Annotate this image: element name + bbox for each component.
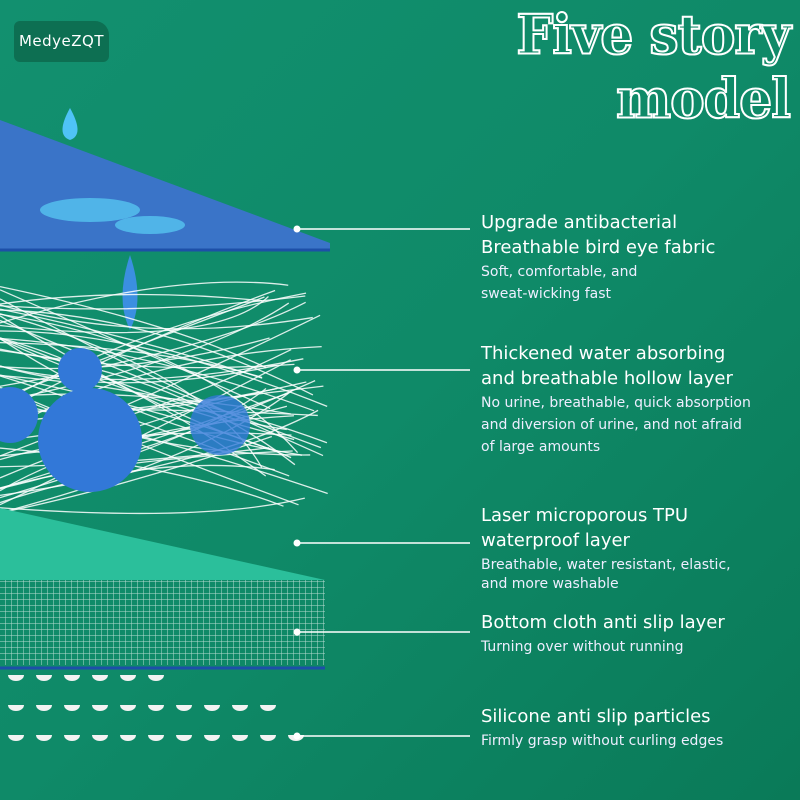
layer-desc: Breathable, water resistant, elastic,: [481, 557, 731, 573]
fiber-strand: [0, 337, 270, 370]
layer-desc: and more washable: [481, 576, 619, 592]
fiber-strand: [0, 385, 324, 424]
fiber-strand: [0, 358, 304, 381]
layer-title: Thickened water absorbing: [481, 343, 726, 364]
leader-dot: [293, 628, 301, 636]
silicone-particle: [120, 735, 136, 741]
fiber-strand: [0, 388, 311, 456]
silicone-particle: [176, 705, 192, 711]
silicone-particle: [8, 705, 24, 711]
water-drop-icon: [62, 108, 78, 140]
fiber-strand: [0, 337, 315, 412]
silicone-particle: [36, 675, 52, 681]
silicone-particle: [36, 735, 52, 741]
fiber-strand: [0, 464, 275, 504]
silicone-particle: [232, 735, 248, 741]
layer-title: Laser microporous TPU: [481, 505, 689, 526]
brand-logo: MedyeZQT: [14, 21, 109, 62]
fiber-strand: [0, 330, 328, 407]
fiber-strand: [0, 289, 271, 410]
fiber-strand: [0, 313, 299, 453]
layer-label-tpu: Laser microporous TPU waterproof layer B…: [481, 503, 731, 595]
layer-desc: of large amounts: [481, 439, 601, 455]
fiber-strand: [0, 345, 322, 433]
fiber-strand: [0, 292, 307, 404]
fiber-strand: [0, 298, 324, 457]
fiber-strand: [0, 285, 267, 369]
fiber-strand: [0, 295, 306, 310]
layer-desc: Firmly grasp without curling edges: [481, 733, 724, 749]
leader-dot: [293, 366, 301, 374]
silicone-particle: [92, 735, 108, 741]
layer-title: Upgrade antibacterial: [481, 212, 678, 233]
silicone-particle: [120, 675, 136, 681]
silicone-particle: [92, 675, 108, 681]
fiber-strand: [0, 293, 263, 305]
layer-desc: sweat-wicking fast: [481, 286, 612, 302]
mesh-layer: [0, 580, 325, 665]
silicone-particle: [64, 705, 80, 711]
layer-label-silicone: Silicone anti slip particles Firmly gras…: [481, 704, 723, 752]
silicone-particle: [64, 735, 80, 741]
page-title: Five story model: [515, 2, 792, 132]
fiber-strand: [0, 387, 267, 499]
layer-label-fabric: Upgrade antibacterial Breathable bird ey…: [481, 210, 715, 305]
layer-label-absorbing: Thickened water absorbing and breathable…: [481, 341, 751, 458]
silicone-particle: [64, 675, 80, 681]
silicone-particles: [8, 675, 304, 741]
fiber-strand: [0, 315, 280, 453]
leader-dot: [293, 732, 301, 740]
leader-dot: [293, 225, 301, 233]
absorb-sphere: [38, 388, 142, 492]
silicone-particle: [260, 735, 276, 741]
layer-desc: Soft, comfortable, and: [481, 264, 638, 280]
fiber-strand: [0, 313, 263, 468]
layer-title: waterproof layer: [481, 530, 630, 551]
leader-dot: [293, 539, 301, 547]
layer-title: Silicone anti slip particles: [481, 706, 711, 727]
silicone-particle: [260, 705, 276, 711]
fiber-strand: [0, 309, 314, 396]
silicone-particle: [36, 705, 52, 711]
tpu-layer: [0, 508, 325, 580]
silicone-particle: [148, 705, 164, 711]
silicone-particle: [232, 705, 248, 711]
silicone-particle: [148, 735, 164, 741]
silicone-particle: [120, 705, 136, 711]
layer-desc: Turning over without running: [481, 639, 684, 655]
silicone-particle: [204, 705, 220, 711]
fiber-strand: [0, 337, 287, 431]
fiber-strand: [0, 304, 313, 330]
layer-title: Breathable bird eye fabric: [481, 237, 716, 258]
fiber-layer: [0, 281, 328, 515]
silicone-particle: [8, 675, 24, 681]
layer-title: Bottom cloth anti slip layer: [481, 612, 725, 633]
fiber-strand: [0, 348, 295, 369]
fiber-strand: [0, 319, 322, 449]
layer-label-bottom-cloth: Bottom cloth anti slip layer Turning ove…: [481, 610, 725, 658]
silicone-particle: [176, 735, 192, 741]
silicone-particle: [8, 735, 24, 741]
silicone-particle: [204, 735, 220, 741]
silicone-particle: [148, 675, 164, 681]
layer-title: and breathable hollow layer: [481, 368, 733, 389]
fiber-strand: [0, 281, 289, 324]
fiber-strand: [0, 314, 321, 457]
layer-desc: No urine, breathable, quick absorption: [481, 395, 751, 411]
silicone-particle: [92, 705, 108, 711]
fiber-strand: [0, 338, 303, 456]
layer-desc: and diversion of urine, and not afraid: [481, 417, 742, 433]
